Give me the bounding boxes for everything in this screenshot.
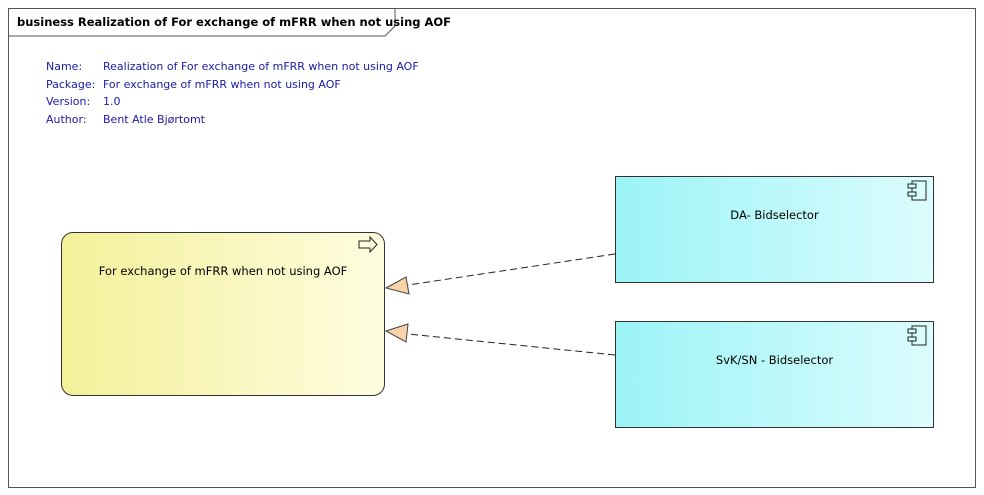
component-label: SvK/SN - Bidselector	[715, 353, 834, 367]
diagram-metadata: Name: Realization of For exchange of mFR…	[46, 58, 419, 128]
business-process-node[interactable]: For exchange of mFRR when not using AOF	[61, 232, 385, 396]
metadata-row-name: Name: Realization of For exchange of mFR…	[46, 58, 419, 76]
metadata-value: For exchange of mFRR when not using AOF	[103, 77, 341, 91]
realization-arrowhead	[384, 323, 409, 343]
realization-connector-svk[interactable]	[407, 333, 616, 356]
metadata-value: 1.0	[103, 95, 121, 108]
application-component-da-bidselector[interactable]: DA- Bidselector	[615, 176, 934, 283]
component-icon	[907, 325, 927, 346]
application-component-svk-sn-bidselector[interactable]: SvK/SN - Bidselector	[615, 321, 934, 428]
metadata-value: Realization of For exchange of mFRR when…	[103, 60, 419, 73]
metadata-row-author: Author: Bent Atle Bjørtomt	[46, 111, 419, 129]
metadata-key: Version:	[46, 95, 91, 108]
metadata-value: Bent Atle Bjørtomt	[103, 112, 205, 126]
metadata-key: Author:	[46, 112, 87, 126]
diagram-title: business Realization of For exchange of …	[17, 15, 452, 29]
metadata-key: Package:	[46, 77, 96, 91]
component-icon	[907, 180, 927, 201]
diagram-frame: business Realization of For exchange of …	[8, 8, 976, 488]
metadata-key: Name:	[46, 60, 83, 73]
metadata-row-version: Version: 1.0	[46, 93, 419, 111]
realization-connector-da[interactable]	[407, 253, 616, 286]
component-label: DA- Bidselector	[730, 208, 819, 222]
metadata-row-package: Package: For exchange of mFRR when not u…	[46, 76, 419, 94]
frame-title-tab	[9, 9, 396, 37]
process-label: For exchange of mFRR when not using AOF	[98, 264, 348, 278]
realization-arrowhead	[384, 276, 410, 295]
process-arrow-icon	[358, 236, 378, 254]
